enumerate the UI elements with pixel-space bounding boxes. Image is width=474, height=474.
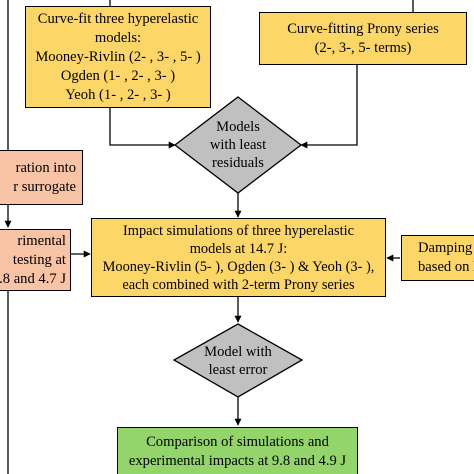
decision-error-label: Model with least error: [204, 344, 272, 378]
damping-box: Damping based on l: [401, 235, 474, 281]
hyperelastic-fit-line: models:: [94, 29, 142, 46]
hyperelastic-fit-line: Ogden (1- , 2- , 3- ): [60, 67, 176, 84]
integration-box: ration into r surrogate: [0, 150, 83, 205]
damping-line: Damping: [418, 240, 473, 256]
hyperelastic-fit-box: Curve-fit three hyperelastic models: Moo…: [25, 6, 211, 108]
integration-line: ration into: [15, 159, 76, 176]
impact-simulations-box: Impact simulations of three hyperelastic…: [91, 218, 386, 297]
comparison-line: Comparison of simulations and: [146, 434, 329, 450]
hyperelastic-fit-line: Mooney-Rivlin (2- , 3- , 5- ): [35, 48, 201, 65]
impact-simulations-line: models at 14.7 J:: [189, 240, 288, 257]
connector-hyperelastic-to-decision: [109, 108, 176, 149]
integration-line: r surrogate: [13, 178, 76, 195]
comparison-line: experimental impacts at 9.8 and 4.9 J: [128, 453, 347, 469]
prony-fit-line: (2-, 3-, 5- terms): [314, 39, 412, 56]
decision-residuals-shape: [173, 96, 303, 194]
comparison-box: Comparison of simulations and experiment…: [117, 427, 358, 474]
impact-simulations-line: Mooney-Rivlin (5- ), Ogden (3- ) & Yeoh …: [102, 258, 375, 275]
impact-simulations-line: Impact simulations of three hyperelastic: [123, 222, 354, 239]
hyperelastic-fit-line: Curve-fit three hyperelastic: [37, 10, 199, 27]
connector-prony-to-decision: [300, 65, 358, 149]
experimental-testing-line: testing at: [12, 251, 66, 268]
hyperelastic-fit-line: Yeoh (1- , 2- , 3- ): [65, 86, 171, 103]
decision-error-shape: [172, 323, 304, 398]
damping-line: based on l: [418, 259, 474, 275]
decision-residuals-label: Models with least residuals: [209, 119, 267, 171]
impact-simulations-line: each combined with 2-term Prony series: [122, 276, 355, 293]
experimental-testing-box: rimental testing at .8 and 4.7 J: [0, 229, 71, 291]
prony-fit-box: Curve-fitting Prony series (2-, 3-, 5- t…: [259, 12, 467, 65]
experimental-testing-line: .8 and 4.7 J: [0, 270, 66, 287]
experimental-testing-line: rimental: [17, 232, 66, 249]
prony-fit-line: Curve-fitting Prony series: [287, 20, 439, 37]
